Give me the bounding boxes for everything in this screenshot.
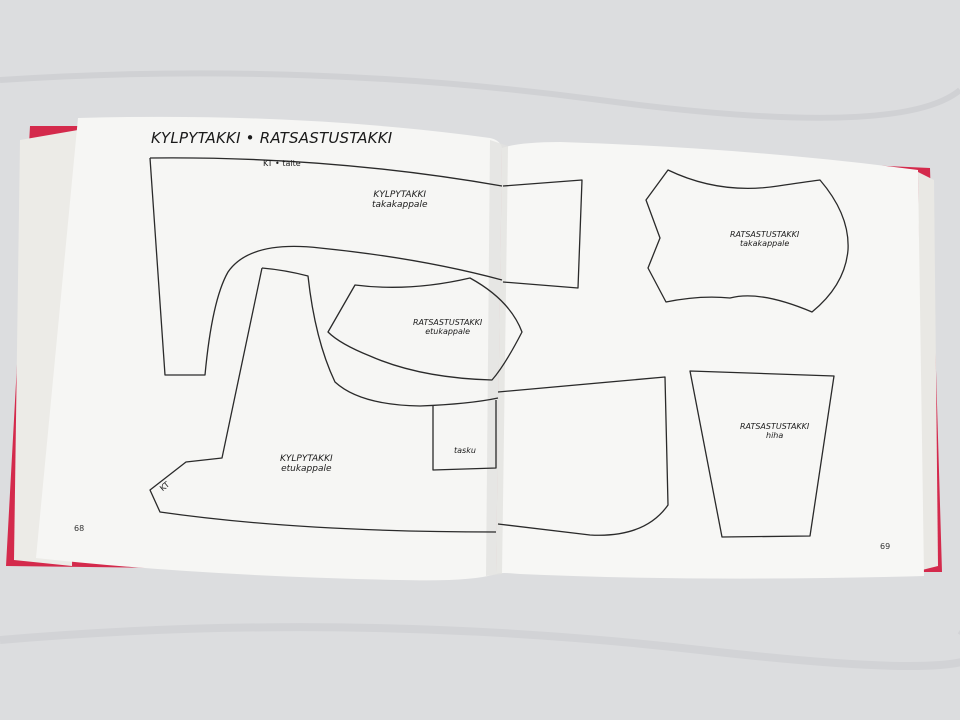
kylpytakki-back-continuation xyxy=(502,179,583,289)
ratsastustakki-sleeve-outline xyxy=(689,370,835,538)
pocket-outline xyxy=(432,400,497,471)
ratsastustakki-back-label: RATSASTUSTAKKI takakappale xyxy=(730,230,799,248)
ratsastustakki-back-outline xyxy=(645,169,849,313)
left-page xyxy=(36,116,502,581)
kylpytakki-front-top xyxy=(261,267,499,407)
page-title: KYLPYTAKKI • RATSASTUSTAKKI xyxy=(151,129,393,147)
piece-part: takakappale xyxy=(372,200,428,211)
kylpytakki-back-label: KYLPYTAKKI takakappale xyxy=(372,190,427,211)
cloth-fold xyxy=(0,70,960,121)
kylpytakki-back-outline xyxy=(149,157,503,376)
kylpytakki-front-outline xyxy=(149,267,497,533)
ratsastustakki-front-outline xyxy=(327,277,523,381)
right-page-stack xyxy=(918,172,938,570)
piece-name: RATSASTUSTAKKI xyxy=(740,422,810,431)
piece-name: KYLPYTAKKI xyxy=(280,454,333,464)
piece-name: RATSASTUSTAKKI xyxy=(730,230,800,239)
piece-name: RATSASTUSTAKKI xyxy=(413,318,483,327)
pocket-label: tasku xyxy=(454,446,476,455)
cloth-fold xyxy=(0,623,960,670)
piece-part: takakappale xyxy=(739,239,790,249)
ratsastustakki-sleeve-label: RATSASTUSTAKKI hiha xyxy=(740,422,809,440)
ratsastustakki-front-label: RATSASTUSTAKKI etukappale xyxy=(413,318,482,336)
page-number-right: 69 xyxy=(880,542,891,551)
piece-part: hiha xyxy=(766,431,784,441)
right-page xyxy=(496,142,924,579)
fold-note: KT • taite xyxy=(263,159,301,168)
piece-name: KYLPYTAKKI xyxy=(373,190,427,200)
fold-line xyxy=(149,157,503,187)
page-number-left: 68 xyxy=(74,524,85,533)
piece-part: etukappale xyxy=(425,327,471,337)
kylpytakki-front-continuation xyxy=(497,376,669,536)
gutter-shadow xyxy=(486,140,508,576)
piece-part: etukappale xyxy=(281,464,332,475)
kylpytakki-front-label: KYLPYTAKKI etukappale xyxy=(280,454,333,475)
